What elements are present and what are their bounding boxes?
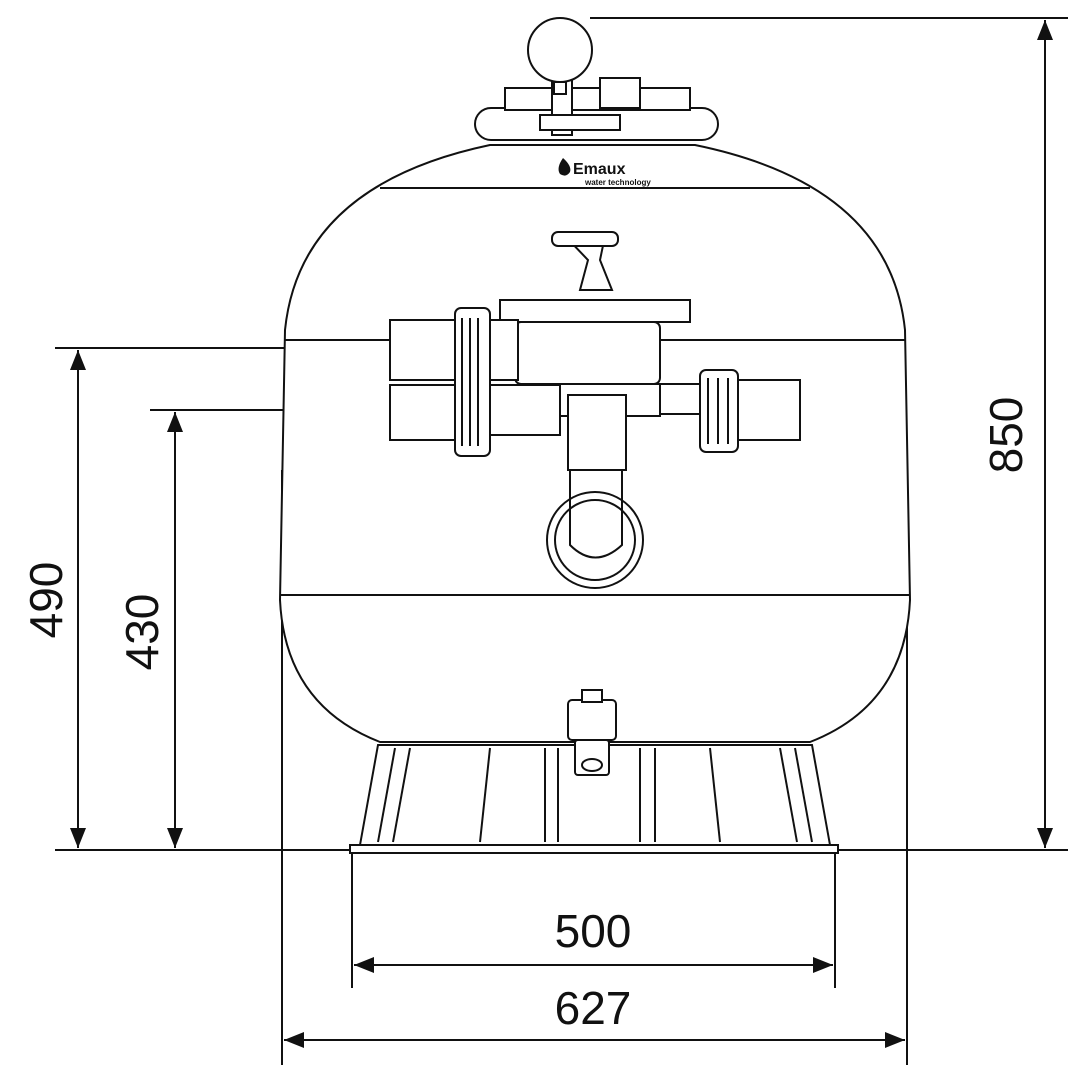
svg-text:Emaux: Emaux [573, 161, 626, 178]
dim-base-width: 500 [555, 905, 632, 957]
union-left [454, 307, 491, 457]
brand-logo: Emaux water technology [558, 158, 651, 187]
svg-text:water technology: water technology [584, 178, 651, 187]
dim-overall-height: 850 [980, 397, 1032, 474]
dim-upper-port-height: 490 [20, 562, 72, 639]
tank-lid [474, 77, 719, 141]
dim-lower-port-height: 430 [116, 594, 168, 671]
pressure-gauge-icon [527, 17, 593, 95]
dim-tank-width: 627 [555, 982, 632, 1034]
multiport-valve [389, 231, 801, 589]
drain-valve [567, 689, 617, 776]
